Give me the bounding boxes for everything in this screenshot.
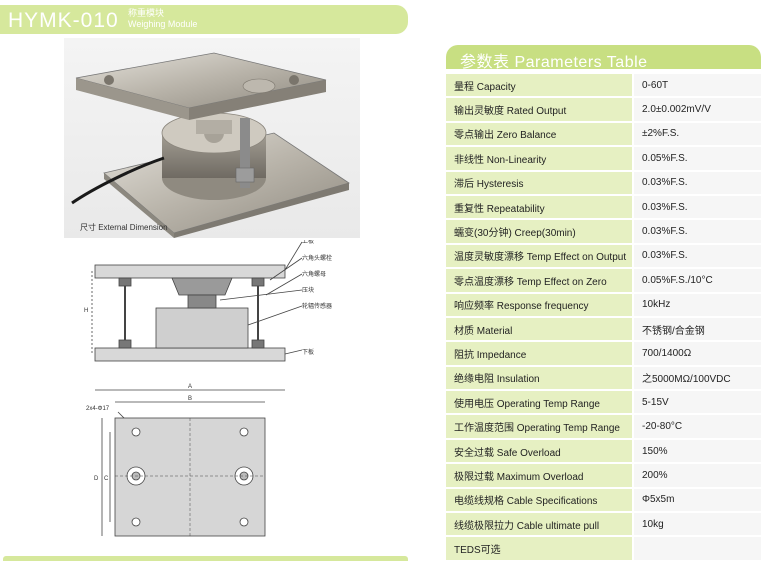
param-value (632, 537, 761, 560)
param-name: 重复性 Repeatability (446, 195, 632, 219)
subtitle-cn: 称重模块 (128, 8, 165, 18)
param-value: 0.05%F.S./10°C (632, 269, 761, 292)
param-name: 线缆极限拉力 Cable ultimate pull (446, 513, 632, 536)
param-value: 10kHz (632, 293, 761, 316)
param-value: 10kg (632, 513, 761, 536)
param-name: 材质 Material (446, 317, 632, 341)
param-value: 0.03%F.S. (632, 171, 761, 194)
param-value: 不锈钢/合金钢 (632, 317, 761, 341)
footer-bar (3, 556, 408, 561)
model-name: HYMK-010 (8, 9, 119, 32)
table-row: 零点输出 Zero Balance±2%F.S. (446, 122, 761, 146)
subtitle-en: Weighing Module (128, 19, 198, 29)
table-row: 蠕变(30分钟) Creep(30min)0.03%F.S. (446, 220, 761, 243)
label-pressure-block: 压块 (302, 286, 314, 294)
param-value: ±2%F.S. (632, 122, 761, 146)
param-value: 0.03%F.S. (632, 220, 761, 243)
param-name: 绝缘电阻 Insulation (446, 366, 632, 390)
label-sensor: 轮辐传感器 (302, 302, 332, 310)
label-top-plate: 上板 (302, 240, 314, 245)
param-name: 蠕变(30分钟) Creep(30min) (446, 220, 632, 243)
technical-drawing: 上板 六角头螺栓 六角螺母 压块 轮辐传感器 下板 H A B 2x4-Φ17 … (84, 237, 332, 537)
param-name: 工作温度范围 Operating Temp Range (446, 415, 632, 438)
param-value: 0.05%F.S. (632, 147, 761, 170)
param-name: 温度灵敏度漂移 Temp Effect on Output (446, 244, 632, 268)
param-name: 响应频率 Response frequency (446, 293, 632, 316)
param-value: 之5000MΩ/100VDC (632, 366, 761, 390)
param-name: 极限过载 Maximum Overload (446, 464, 632, 487)
param-name: 安全过载 Safe Overload (446, 439, 632, 463)
product-photo (64, 38, 360, 238)
label-dim-b: B (188, 396, 192, 402)
param-value: 0.03%F.S. (632, 244, 761, 268)
table-row: TEDS可选 (446, 537, 761, 560)
param-value: 700/1400Ω (632, 342, 761, 365)
dimension-drawing: 上板 六角头螺栓 六角螺母 压块 轮辐传感器 下板 H A B 2x4-Φ17 … (80, 237, 360, 545)
param-name: 零点温度漂移 Temp Effect on Zero (446, 269, 632, 292)
param-value: 0-60T (632, 74, 761, 97)
label-hex-nut: 六角螺母 (302, 270, 326, 278)
param-value: -20-80°C (632, 415, 761, 438)
photo-caption: 尺寸 External Dimension (80, 223, 168, 232)
label-dim-h: H (84, 308, 88, 314)
param-name: 使用电压 Operating Temp Range (446, 391, 632, 414)
label-hex-bolt: 六角头螺栓 (302, 254, 332, 262)
param-value: 2.0±0.002mV/V (632, 98, 761, 121)
subtitle: 称重模块 Weighing Module (128, 8, 197, 30)
label-hole-spec: 2x4-Φ17 (86, 406, 110, 412)
label-dim-c: C (104, 476, 109, 482)
header-bar: HYMK-010 称重模块 Weighing Module (0, 5, 408, 34)
param-value: 5-15V (632, 391, 761, 414)
param-value: 0.03%F.S. (632, 195, 761, 219)
label-dim-d: D (94, 476, 99, 482)
label-dim-a: A (188, 384, 192, 390)
label-bottom-plate: 下板 (302, 348, 314, 356)
param-value: 150% (632, 439, 761, 463)
param-value: Φ5x5m (632, 488, 761, 512)
param-name: 非线性 Non-Linearity (446, 147, 632, 170)
weighing-module-illustration (71, 52, 350, 238)
param-value: 200% (632, 464, 761, 487)
param-name: 电缆线规格 Cable Specifications (446, 488, 632, 512)
param-name: 量程 Capacity (446, 74, 632, 97)
param-name: 滞后 Hysteresis (446, 171, 632, 194)
param-name: 阻抗 Impedance (446, 342, 632, 365)
parameters-table-title: 参数表 Parameters Table (446, 45, 761, 71)
table-row: 工作温度范围 Operating Temp Range-20-80°C (446, 415, 761, 438)
param-name: 输出灵敏度 Rated Output (446, 98, 632, 121)
table-title-text: 参数表 Parameters Table (460, 54, 648, 71)
param-name: 零点输出 Zero Balance (446, 122, 632, 146)
param-name: TEDS可选 (446, 537, 632, 560)
